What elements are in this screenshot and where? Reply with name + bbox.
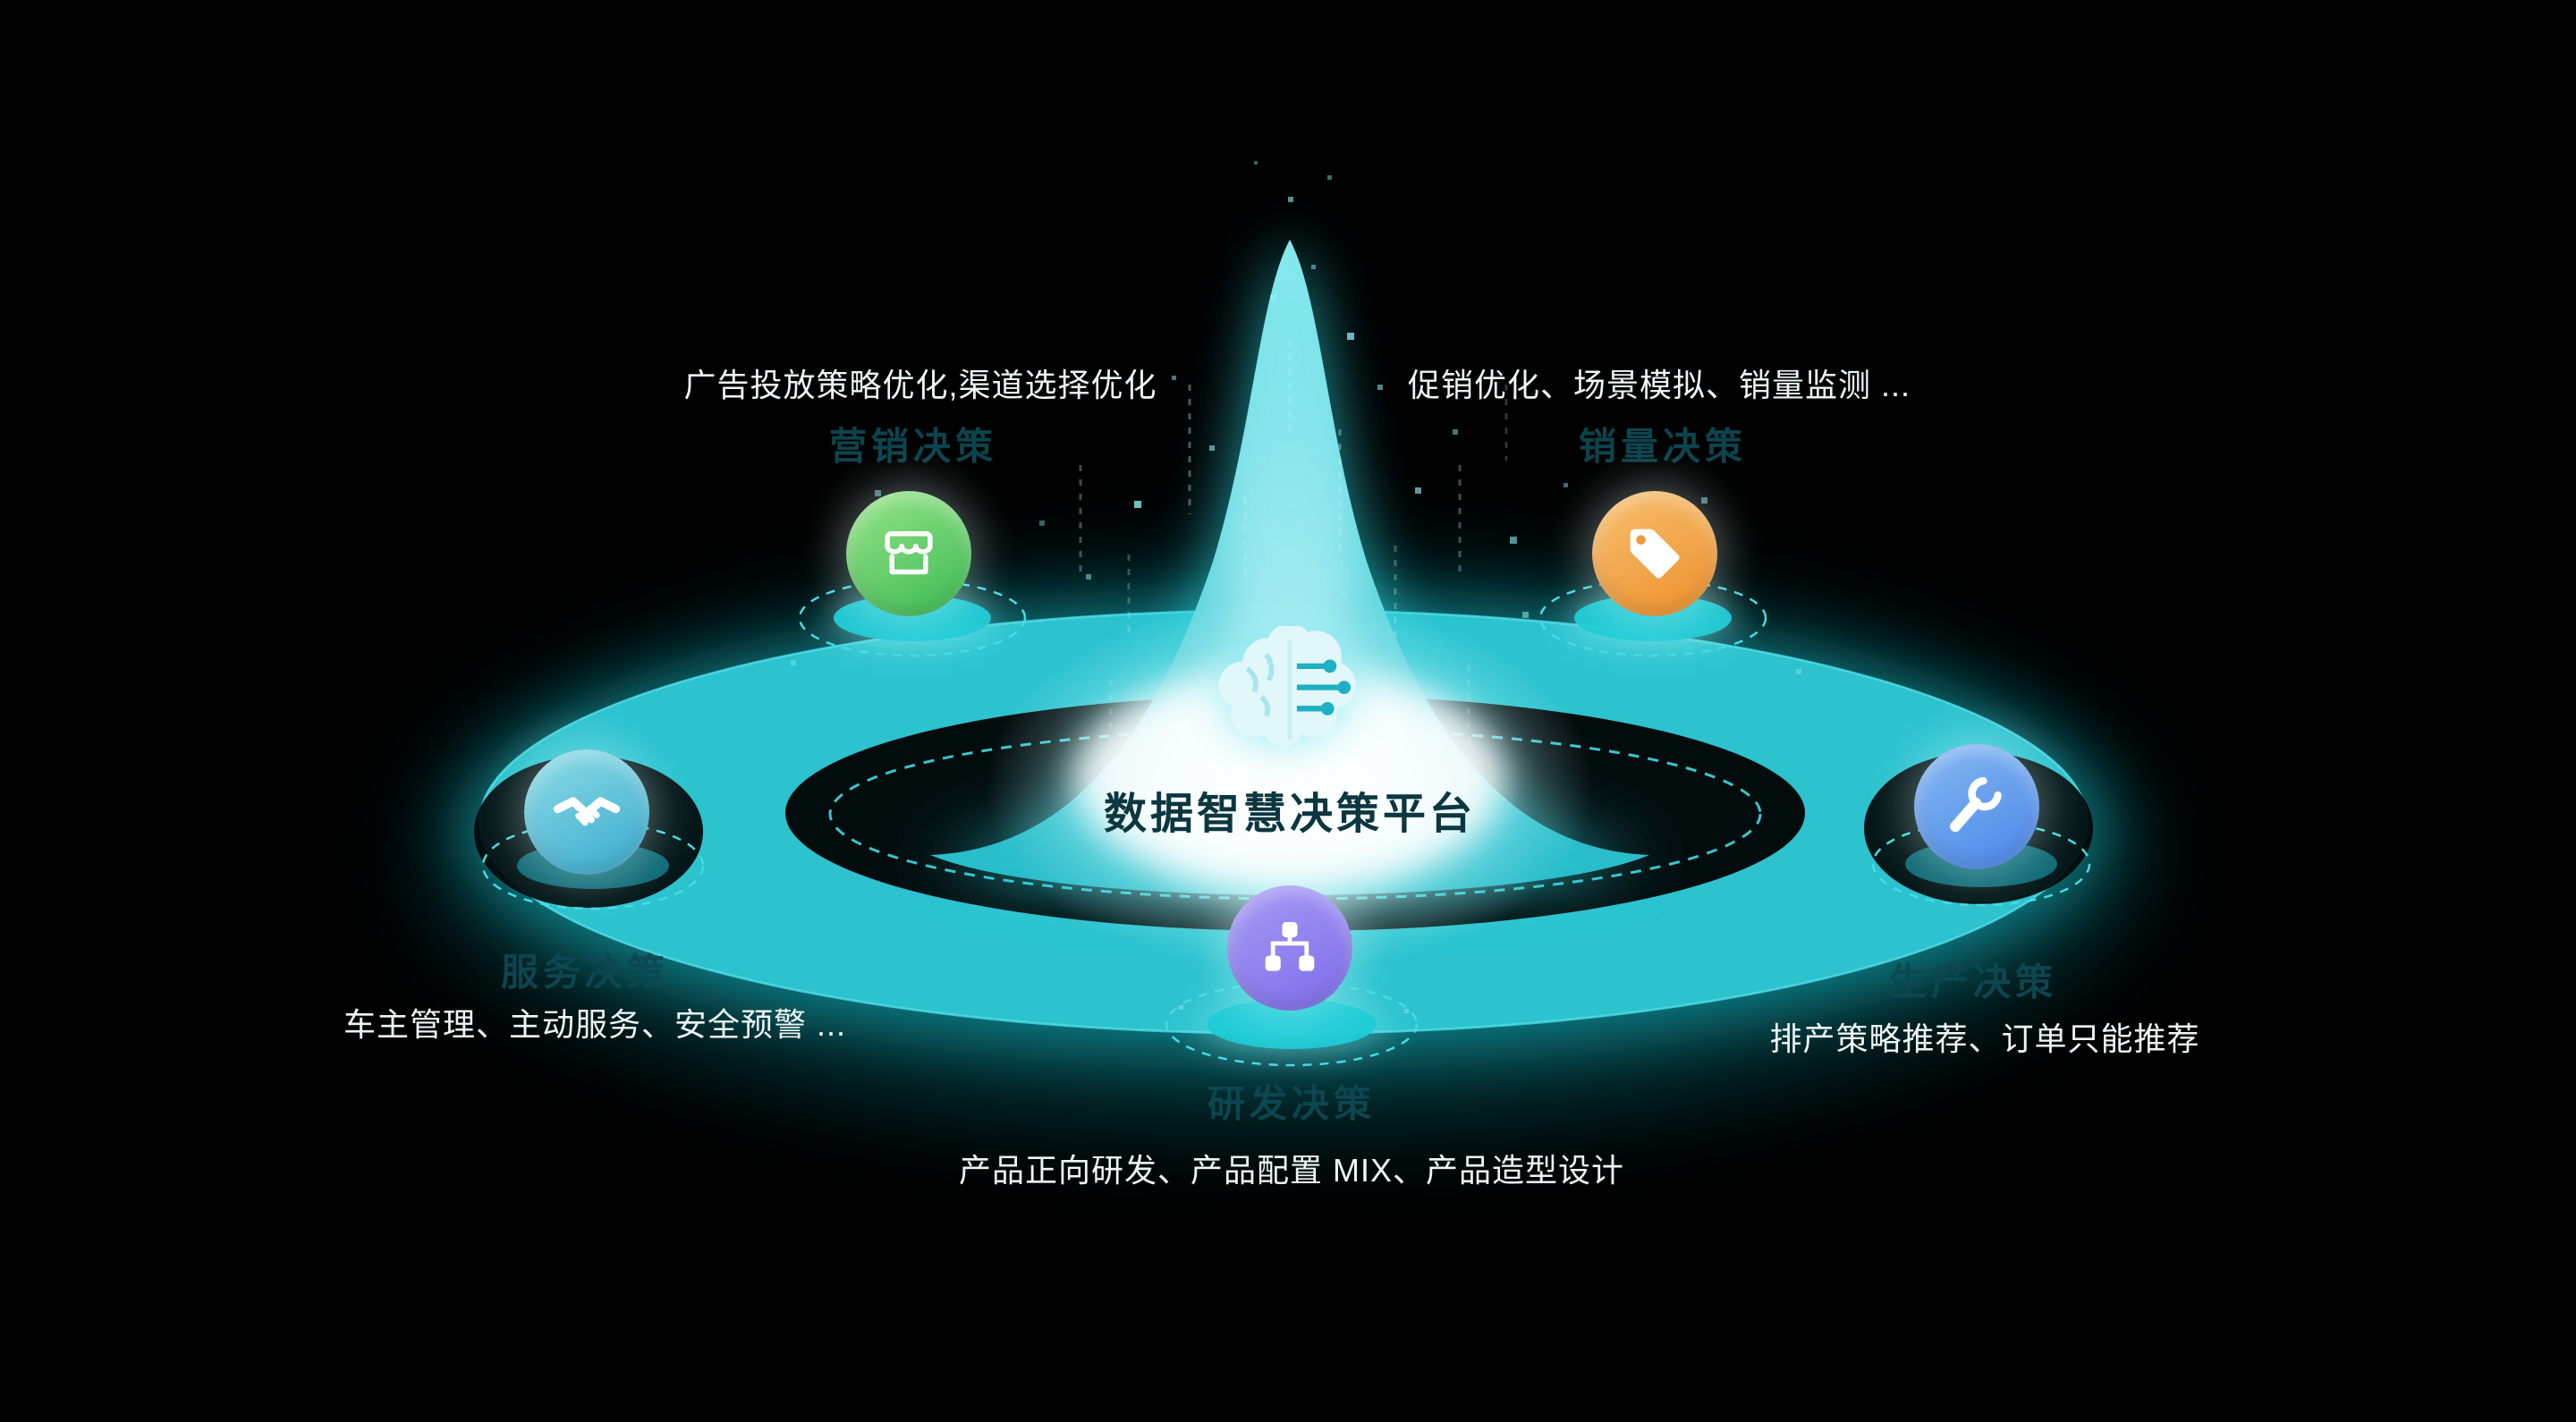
node-production-label: 生产决策 [1888,961,2058,1003]
node-pedestal-sales [1538,579,1767,657]
node-service-description: 车主管理、主动服务、安全预警 ... [343,1006,847,1043]
price-tag-icon [1592,491,1717,616]
node-rnd-description: 产品正向研发、产品配置 MIX、产品造型设计 [958,1152,1625,1189]
node-rnd-label: 研发决策 [1207,1082,1377,1125]
brain-circuit-icon [1205,623,1375,760]
storefront-icon [846,491,971,616]
inner-dashed-ellipse [828,727,1762,901]
node-marketing-label: 营销决策 [828,425,998,468]
hierarchy-icon [1227,885,1352,1011]
wrench-icon [1914,744,2039,869]
node-sales-description: 促销优化、场景模拟、销量监测 ... [1407,367,1911,403]
node-pedestal-rnd [1165,981,1419,1067]
node-marketing-description: 广告投放策略优化,渠道选择优化 [683,367,1157,403]
node-production-description: 排产策略推荐、订单只能推荐 [1769,1020,2200,1057]
node-pedestal-marketing [798,579,1027,657]
core-glow [986,597,1594,973]
platform-title: 数据智慧决策平台 [1103,791,1477,838]
data-particles [791,161,1801,1013]
handshake-icon [524,749,649,875]
node-sales-label: 销量决策 [1578,425,1748,468]
node-service-label: 服务决策 [500,951,670,994]
